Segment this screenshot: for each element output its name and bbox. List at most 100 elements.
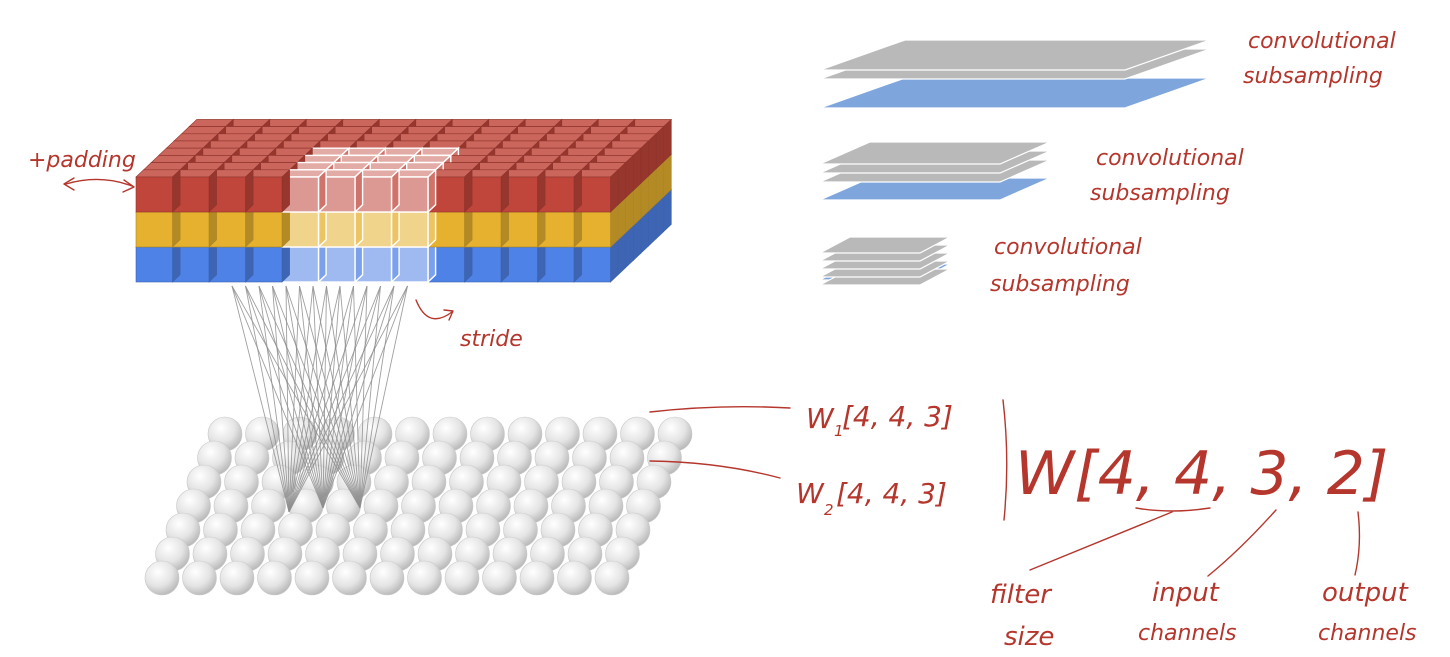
padding-annotation: +padding: [28, 148, 136, 193]
w1-symbol: W: [806, 402, 835, 435]
neuron-sphere: [519, 560, 555, 596]
connection-line: [322, 285, 354, 509]
neuron-sphere: [482, 560, 517, 596]
neuron-sphere: [294, 560, 330, 596]
cube-side: [317, 168, 327, 214]
stride-arrow: [415, 299, 453, 320]
output-channels-line2: channels: [1318, 621, 1417, 646]
pyramid-labels: convolutional subsampling convolutional …: [990, 29, 1396, 297]
cube-side: [640, 140, 649, 184]
connection-line: [322, 285, 408, 509]
weight-notation: W 1 [4, 4, 3] W 2 [4, 4, 3] W[4, 4, 3, 2…: [649, 399, 1417, 652]
w1-connector: [649, 405, 791, 413]
neuron-sphere: [332, 560, 367, 596]
neuron-sphere: [182, 560, 217, 596]
neuron-sphere: [219, 560, 255, 596]
cube-side: [610, 169, 619, 213]
weights-bracket: [1002, 399, 1008, 521]
w2-symbol: W: [796, 477, 825, 510]
connection-line: [258, 285, 324, 509]
connection-line: [231, 285, 324, 509]
layer-pyramid: [819, 39, 1211, 286]
connection-line: [231, 285, 361, 509]
stride-annotation: stride: [415, 299, 523, 352]
cube-front: [135, 211, 173, 248]
connection-line: [258, 285, 290, 513]
connection-line: [299, 285, 324, 509]
cube-side: [354, 168, 364, 214]
input-volume: [135, 118, 673, 284]
cube-side: [663, 118, 672, 163]
filter-size-underline: [1135, 507, 1211, 512]
w2-connector: [649, 460, 781, 479]
connection-line: [285, 285, 290, 513]
cube-side: [617, 161, 627, 206]
connection-line: [288, 285, 300, 513]
cube-side: [573, 169, 582, 213]
connection-line: [245, 285, 324, 509]
pyramid-label-2-line1: convolutional: [1096, 146, 1244, 171]
connection-line: [353, 285, 361, 509]
connection-line: [312, 285, 324, 509]
w2-dims: [4, 4, 3]: [836, 477, 947, 510]
neuron-grid: [144, 416, 693, 596]
connection-line: [231, 285, 290, 513]
cube-side: [390, 168, 400, 214]
neuron-sphere: [444, 560, 480, 596]
filter-size-line2: size: [1004, 622, 1054, 652]
connection-line: [312, 285, 361, 509]
connection-line: [288, 285, 368, 513]
connection-line: [322, 285, 341, 509]
padding-arrowhead-left: [63, 177, 75, 191]
cube-side: [464, 169, 473, 213]
cube-side: [625, 154, 634, 199]
cube-front: [135, 246, 173, 283]
connection-line: [272, 285, 361, 509]
connection-line: [288, 285, 327, 513]
connection-line: [272, 285, 324, 509]
cube-side: [500, 169, 509, 213]
connection-line: [359, 285, 368, 509]
connection-line: [322, 285, 381, 509]
pyramid-label-3-line1: convolutional: [994, 235, 1142, 260]
input-channels-pointer: [1207, 509, 1277, 577]
connection-line: [359, 285, 395, 509]
filter-size-pointer: [1029, 511, 1173, 571]
connection-lines: [231, 285, 408, 513]
connection-line: [285, 285, 361, 509]
cube-side: [208, 169, 217, 213]
w1-dims: [4, 4, 3]: [842, 400, 953, 433]
connection-line: [258, 285, 361, 509]
cube-side: [648, 133, 657, 177]
cube-side: [281, 169, 290, 213]
connection-line: [339, 285, 361, 509]
connection-line: [288, 285, 314, 513]
output-channels-pointer: [1354, 511, 1361, 576]
connection-line: [288, 285, 395, 513]
connection-line: [322, 285, 327, 509]
input-channels-line2: channels: [1138, 621, 1237, 646]
connection-line: [288, 285, 381, 513]
pyramid-label-1-line2: subsampling: [1243, 64, 1383, 89]
cube-side: [632, 147, 642, 192]
input-channels-line1: input: [1152, 578, 1220, 608]
stride-arrowhead: [443, 309, 454, 321]
neuron-sphere: [257, 560, 292, 596]
pyramid-sheet-gray: [819, 236, 951, 254]
connection-line: [326, 285, 361, 509]
connection-line: [322, 285, 368, 509]
connection-line: [299, 285, 361, 509]
pyramid-sheet-gray: [819, 39, 1211, 71]
connection-line: [272, 285, 290, 513]
pyramid-sheet-gray: [819, 141, 1051, 165]
connection-line: [359, 285, 381, 509]
padding-label: +padding: [28, 148, 136, 173]
connection-line: [322, 285, 395, 509]
combined-weight: W[4, 4, 3, 2]: [1015, 439, 1388, 509]
cube-side: [172, 169, 181, 213]
cube-front: [135, 176, 173, 213]
cube-side: [245, 169, 254, 213]
neuron-sphere: [144, 560, 180, 596]
pyramid-label-2-line2: subsampling: [1090, 181, 1230, 206]
connection-line: [288, 285, 341, 513]
